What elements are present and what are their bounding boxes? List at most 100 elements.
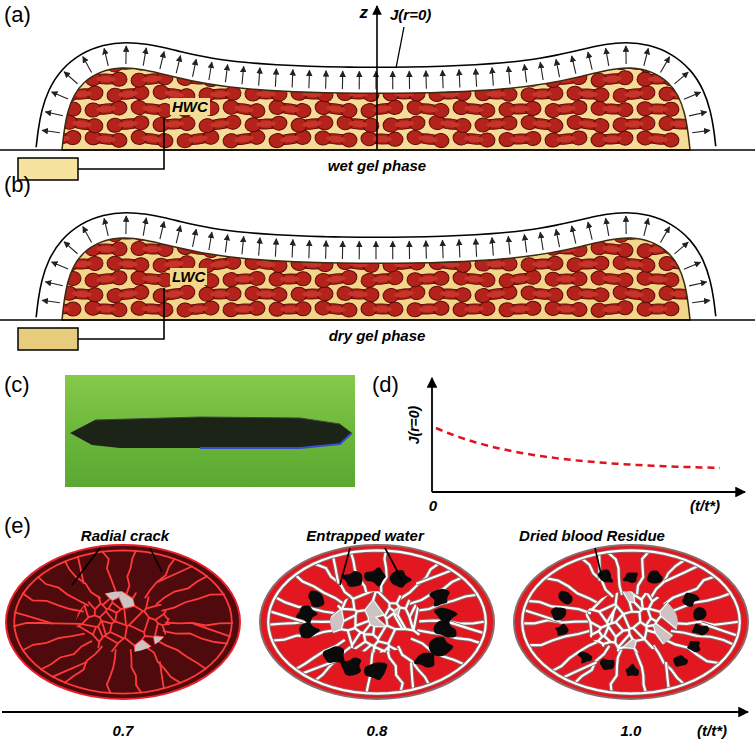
illustration-part <box>188 135 209 144</box>
illustration-part <box>188 305 208 313</box>
red-blood-cell <box>61 256 104 272</box>
illustration-part <box>164 121 184 128</box>
crack-edge <box>522 550 740 693</box>
crack <box>14 550 232 693</box>
figure-label: J(r=0) <box>390 6 431 23</box>
flux-arrow <box>644 48 648 65</box>
illustration-part <box>365 74 399 84</box>
red-blood-cell <box>268 99 311 118</box>
flux-arrow <box>342 71 343 89</box>
flux-arrow <box>359 71 360 89</box>
illustration-part <box>499 242 515 256</box>
crack <box>637 551 650 595</box>
crack <box>611 649 622 693</box>
crack <box>665 565 700 581</box>
gel-outline <box>62 238 690 320</box>
panel-letter: (a) <box>4 2 31 27</box>
illustration-part <box>464 306 484 313</box>
red-blood-cell <box>153 57 195 72</box>
illustration-part <box>326 305 346 313</box>
figure-label: (t/t*) <box>690 497 720 514</box>
illustration-part <box>60 228 77 244</box>
illustration-part <box>648 306 668 312</box>
illustration-part <box>453 241 470 256</box>
red-blood-cell <box>290 115 333 133</box>
red-blood-cell <box>361 72 403 86</box>
illustration-part <box>602 105 622 112</box>
flux-arrow <box>64 72 77 84</box>
illustration-part <box>62 68 690 150</box>
red-blood-cell <box>361 132 403 147</box>
illustration-part <box>372 76 392 82</box>
red-blood-cell <box>361 302 403 317</box>
illustration-part <box>64 243 81 259</box>
red-blood-cell <box>612 285 655 304</box>
water-content-box <box>18 328 78 350</box>
illustration-part <box>556 306 576 313</box>
illustration-part <box>96 76 116 82</box>
flux-arrow <box>209 62 212 80</box>
flux-arrow <box>83 57 92 73</box>
illustration-part <box>532 91 552 98</box>
entrapped-water <box>296 606 317 625</box>
illustration-part <box>432 70 449 86</box>
illustration-part <box>670 261 690 268</box>
illustration-part <box>234 276 254 283</box>
flux-arrow <box>588 222 592 239</box>
illustration-part <box>685 87 701 101</box>
red-blood-cell <box>659 116 701 132</box>
flux-arrow <box>644 218 648 235</box>
illustration-part <box>319 243 354 255</box>
illustration-part <box>348 61 368 68</box>
red-blood-cell <box>428 225 471 244</box>
exposed-substrate <box>618 582 634 602</box>
illustration-part <box>684 226 701 241</box>
illustration-part <box>394 290 415 298</box>
flux-arrow <box>508 66 510 84</box>
figure-label: 0.8 <box>367 722 388 739</box>
illustration-part <box>50 306 70 312</box>
illustration-part <box>210 260 231 269</box>
illustration-part <box>273 243 308 256</box>
red-blood-cell <box>453 130 496 147</box>
illustration-part <box>510 246 530 252</box>
crack-edge <box>551 641 600 672</box>
crack <box>158 566 193 582</box>
crack <box>162 594 225 610</box>
entrapped-water <box>673 655 688 666</box>
illustration-part <box>118 90 138 98</box>
crack-edge <box>268 550 486 693</box>
figure-label: Radial crack <box>81 527 169 544</box>
crack <box>268 550 486 693</box>
red-blood-cell <box>591 101 634 117</box>
red-blood-cell <box>336 115 379 133</box>
red-blood-cell <box>613 116 656 132</box>
leader-line <box>72 548 100 585</box>
flux-envelope <box>36 43 716 148</box>
flux-arrow <box>259 68 260 86</box>
illustration-part <box>273 73 307 85</box>
red-blood-cell <box>428 255 471 273</box>
illustration-part <box>317 57 333 71</box>
crack <box>295 640 345 670</box>
illustration-part <box>433 242 449 256</box>
illustration-part <box>624 230 645 238</box>
illustration-part <box>348 120 369 128</box>
illustration-part <box>387 242 404 257</box>
figure-label: wet gel phase <box>328 157 426 174</box>
crack <box>14 612 53 623</box>
entrapped-water <box>687 641 700 652</box>
illustration-part <box>280 306 300 312</box>
red-blood-cell <box>521 86 564 102</box>
entrapped-water <box>626 664 639 676</box>
illustration-part <box>65 227 100 240</box>
flux-arrow <box>572 226 576 244</box>
illustration-part <box>510 106 530 113</box>
flux-arrow <box>689 282 707 286</box>
illustration-part <box>326 135 346 142</box>
illustration-part <box>38 133 55 149</box>
crack-edge <box>581 558 613 597</box>
gel-outline <box>62 68 690 150</box>
flux-arrow <box>275 69 276 87</box>
